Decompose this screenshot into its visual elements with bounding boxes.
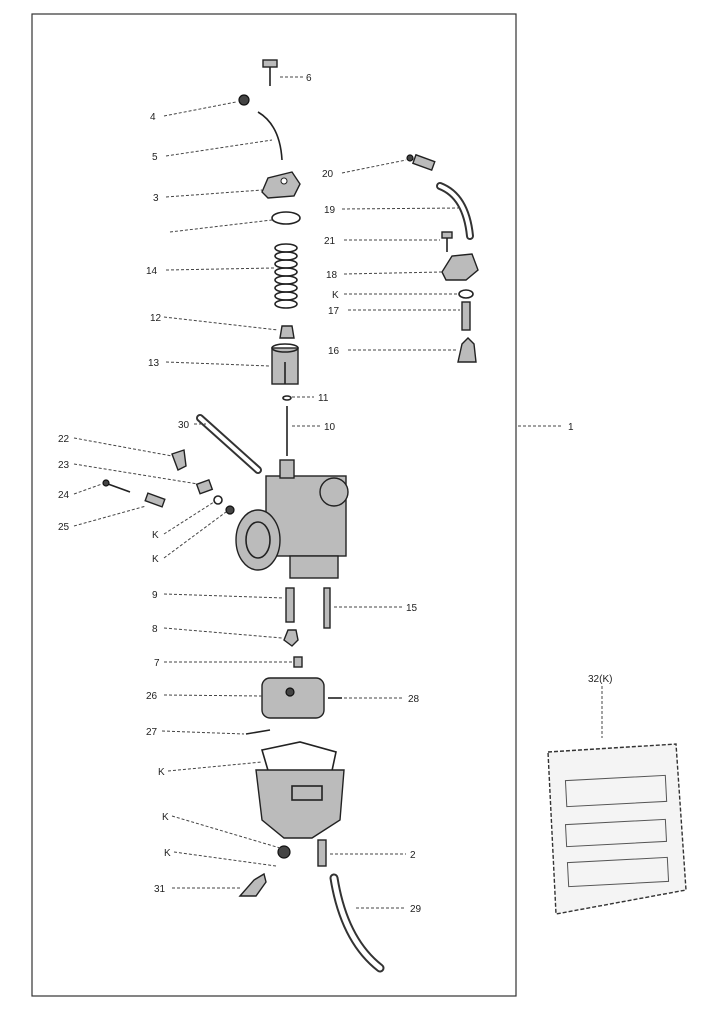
label-32: 32(K): [588, 674, 612, 685]
label-10: 10: [324, 422, 336, 433]
label-1: 1: [568, 422, 574, 433]
part-22-screw: [171, 449, 187, 471]
label-27: 27: [146, 727, 158, 738]
part-8-jet-holder: [283, 629, 299, 647]
label-14: 14: [146, 266, 158, 277]
part-k-washer-c: [277, 845, 291, 859]
part-18-starter-cap: [441, 253, 479, 281]
part-14-spring: [274, 243, 298, 309]
label-k-3: K: [158, 767, 165, 778]
part-16-starter-plunger: [457, 337, 477, 363]
part-31-drain-screw: [238, 872, 267, 897]
label-24: 24: [58, 490, 70, 501]
label-6: 6: [306, 73, 312, 84]
label-23: 23: [58, 460, 70, 471]
label-9: 9: [152, 590, 158, 601]
part-21-screw: [441, 231, 453, 252]
diagram-frame: [31, 13, 517, 997]
label-5: 5: [152, 152, 158, 163]
label-k-4: K: [162, 812, 169, 823]
part-float-bowl: [255, 769, 345, 839]
part-20-nipple: [406, 153, 436, 172]
label-12: 12: [150, 313, 162, 324]
label-k-2: K: [152, 554, 159, 565]
label-20: 20: [322, 169, 334, 180]
label-31: 31: [154, 884, 166, 895]
part-2-drain-fitting: [317, 839, 327, 867]
part-13-throttle-valve: [271, 343, 299, 385]
label-4: 4: [150, 112, 156, 123]
label-k-6: K: [332, 290, 339, 301]
part-cap-gasket: [271, 211, 301, 225]
label-30: 30: [178, 420, 190, 431]
label-25: 25: [58, 522, 70, 533]
part-23-plug: [195, 479, 214, 495]
label-18: 18: [326, 270, 338, 281]
label-22: 22: [58, 434, 70, 445]
part-11-ring: [282, 395, 292, 401]
label-29: 29: [410, 904, 422, 915]
label-19: 19: [324, 205, 336, 216]
part-15-screw: [323, 587, 331, 629]
part-27-float-pin: [245, 729, 271, 735]
part-24-screw: [102, 479, 131, 493]
label-k-1: K: [152, 530, 159, 541]
part-7-main-jet: [293, 656, 303, 668]
label-17: 17: [328, 306, 340, 317]
part-26-float: [261, 677, 325, 719]
part-3-cap: [261, 171, 301, 199]
part-k-oring: [458, 289, 474, 299]
part-9-jet: [285, 587, 295, 623]
label-21: 21: [324, 236, 336, 247]
part-4-nut: [238, 94, 250, 106]
part-k-washer-b: [225, 505, 235, 515]
label-8: 8: [152, 624, 158, 635]
label-15: 15: [406, 603, 418, 614]
part-6-screw: [262, 59, 278, 86]
label-28: 28: [408, 694, 420, 705]
label-13: 13: [148, 358, 160, 369]
part-32-gasket-kit-bag: [547, 743, 687, 915]
part-17-starter-rod: [461, 301, 471, 331]
part-29-drain-hose: [329, 873, 385, 973]
label-3: 3: [153, 193, 159, 204]
label-k-5: K: [164, 848, 171, 859]
part-25-spring: [144, 492, 166, 508]
part-1-carburetor-body: [235, 459, 349, 579]
label-11: 11: [318, 393, 329, 404]
part-5-tube: [257, 111, 283, 161]
label-16: 16: [328, 346, 340, 357]
label-7-upper: 7: [154, 658, 160, 669]
part-k-washer-a: [213, 495, 223, 505]
label-26: 26: [146, 691, 158, 702]
label-2: 2: [410, 850, 416, 861]
part-12-retainer: [279, 325, 295, 339]
